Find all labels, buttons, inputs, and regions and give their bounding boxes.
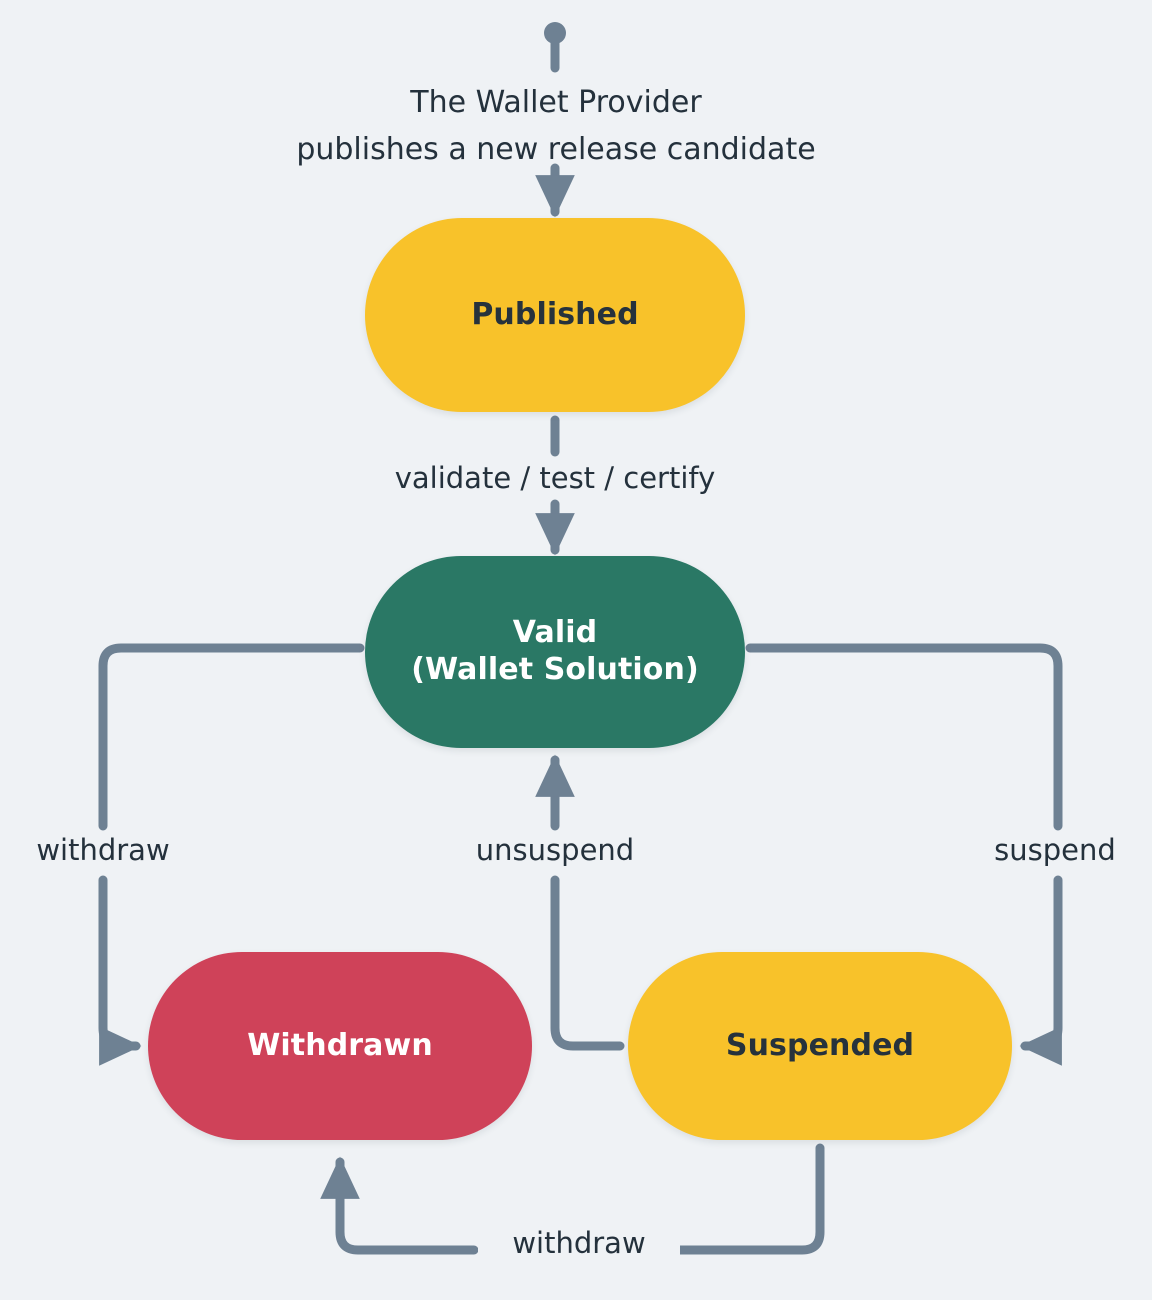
edge-valid-to-suspended-lower bbox=[1019, 875, 1063, 1066]
edge-label-validate-test-certify: validate / test / certify bbox=[368, 460, 742, 498]
edge-valid-to-withdrawn-lower bbox=[98, 875, 142, 1066]
state-node-published[interactable]: Published bbox=[365, 218, 745, 412]
edge-suspended-to-valid-lower bbox=[550, 875, 625, 1051]
state-node-valid-line2: (Wallet Solution) bbox=[411, 652, 699, 687]
edge-suspended-to-withdrawn-left bbox=[320, 1156, 479, 1255]
state-node-valid-text: Valid (Wallet Solution) bbox=[411, 615, 699, 688]
state-node-suspended[interactable]: Suspended bbox=[628, 952, 1012, 1140]
edge-label-suspend: suspend bbox=[970, 832, 1140, 870]
state-node-valid-line1: Valid bbox=[512, 615, 598, 651]
start-transition-label: The Wallet Provider publishes a new rele… bbox=[296, 85, 816, 167]
edge-label-withdraw-suspended-to-withdrawn: withdraw bbox=[478, 1227, 680, 1260]
edge-suspended-to-withdrawn-right bbox=[671, 1143, 825, 1255]
edge-valid-to-withdrawn-upper bbox=[98, 643, 365, 831]
edge-valid-to-suspended-upper bbox=[745, 643, 1063, 831]
state-node-valid[interactable]: Valid (Wallet Solution) bbox=[365, 556, 745, 748]
edge-label-withdraw-valid-to-withdrawn: withdraw bbox=[8, 832, 198, 870]
state-node-withdrawn[interactable]: Withdrawn bbox=[148, 952, 532, 1140]
start-node-marker bbox=[544, 22, 566, 73]
edge-label-unsuspend: unsuspend bbox=[455, 832, 655, 870]
